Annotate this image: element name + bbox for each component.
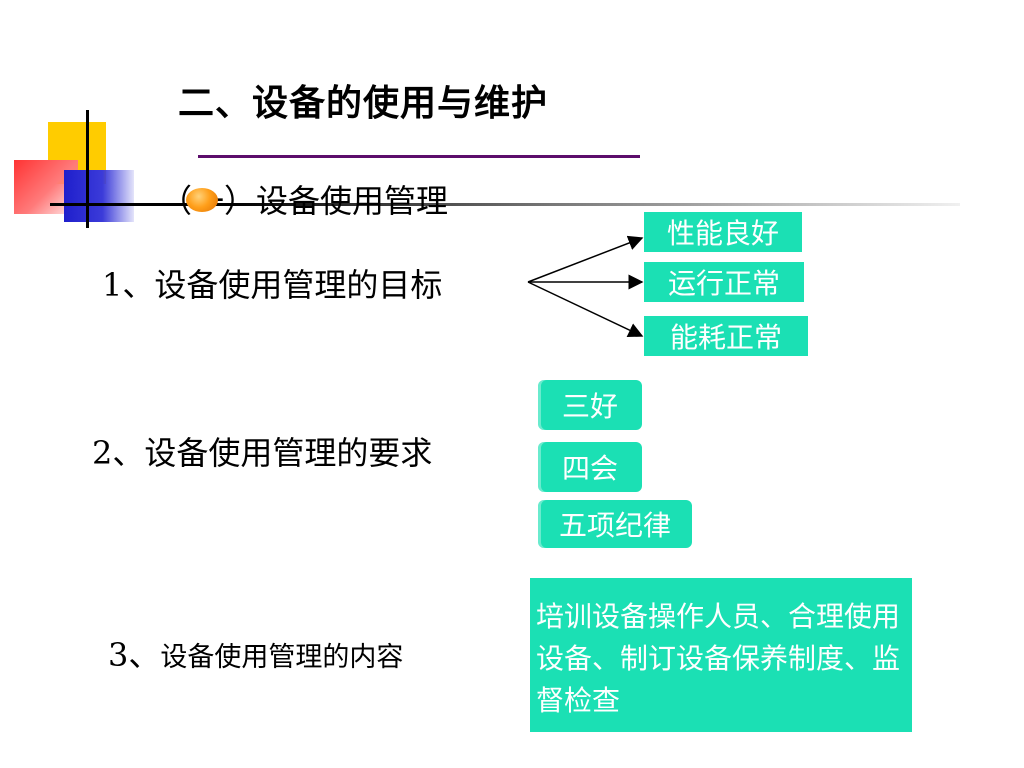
requirement-five-disciplines: 五项纪律 xyxy=(538,500,692,548)
decor-orange-orb xyxy=(186,188,218,212)
item-content-text: 设备使用管理的内容 xyxy=(160,642,404,673)
target-energy: 能耗正常 xyxy=(644,316,808,356)
decor-blue-square xyxy=(64,170,134,222)
title-underline xyxy=(198,155,640,158)
content-box: 培训设备操作人员、合理使用设备、制订设备保养制度、监督检查 xyxy=(530,578,912,732)
item-content-number: 3、 xyxy=(108,636,161,674)
requirement-four-skills: 四会 xyxy=(538,442,642,492)
target-operation: 运行正常 xyxy=(644,262,804,302)
arrow-to-target-1 xyxy=(527,235,644,283)
target-performance: 性能良好 xyxy=(644,212,802,252)
decor-vertical-line xyxy=(86,110,89,228)
decor-horizontal-line xyxy=(50,203,960,206)
item-content: 3、设备使用管理的内容 xyxy=(108,630,403,676)
slide-title: 二、设备的使用与维护 xyxy=(178,82,549,124)
arrow-to-target-3 xyxy=(527,281,644,337)
item-goal: 1、设备使用管理的目标 xyxy=(102,266,443,304)
requirement-three-goods: 三好 xyxy=(538,380,642,430)
item-requirements: 2、设备使用管理的要求 xyxy=(92,434,433,472)
